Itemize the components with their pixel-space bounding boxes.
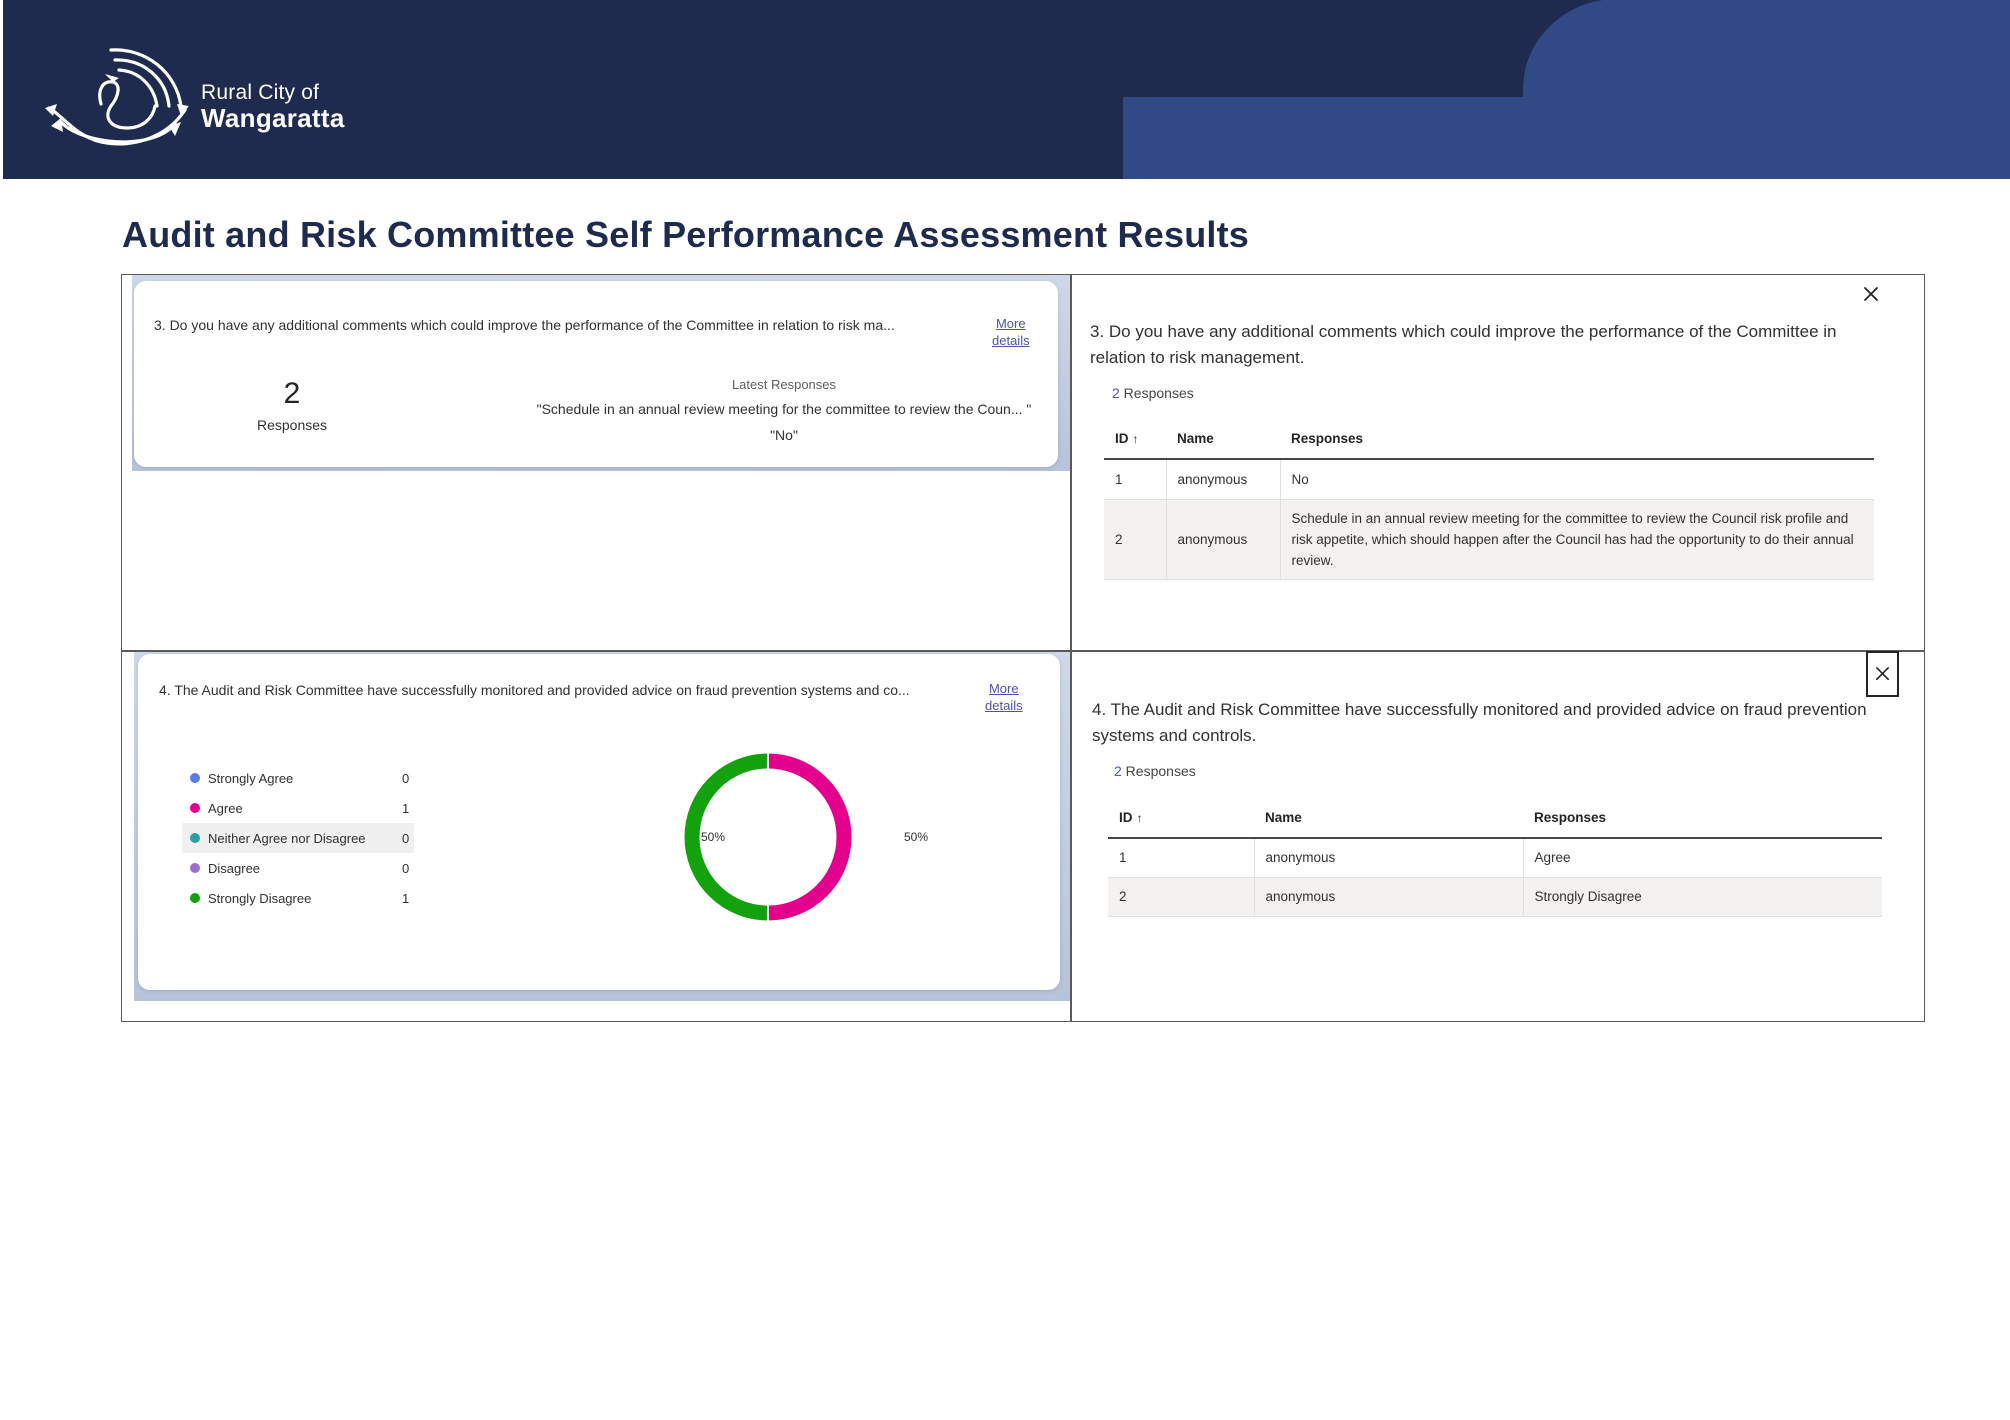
legend-label: Disagree [208, 861, 261, 876]
q3-row2-response: Schedule in an annual review meeting for… [1280, 499, 1874, 580]
header-banner: Rural City of Wangaratta [3, 0, 2010, 179]
q3-table-header-row: ID↑ Name Responses [1104, 419, 1874, 460]
legend-count: 0 [402, 831, 410, 846]
q3-summary-card[interactable]: 3. Do you have any additional comments w… [134, 281, 1058, 467]
legend-dot-agree [190, 803, 200, 813]
q4-detail-response-count: 2 Responses [1114, 763, 1196, 779]
q4-more-details-link[interactable]: More details [985, 680, 1023, 714]
q3-col-responses[interactable]: Responses [1280, 419, 1874, 460]
q3-detail-question: 3. Do you have any additional comments w… [1090, 322, 1837, 367]
q3-more-line2: details [992, 333, 1030, 348]
banner-accent-shape [1123, 0, 2010, 179]
page-title: Audit and Risk Committee Self Performanc… [122, 214, 1249, 255]
legend-item[interactable]: Disagree 0 [182, 853, 414, 883]
q4-more-line2: details [985, 698, 1023, 713]
q4-row1-response: Agree [1523, 838, 1882, 878]
q4-summary-card[interactable]: 4. The Audit and Risk Committee have suc… [138, 654, 1060, 990]
donut-slice-agree[interactable] [767, 753, 852, 921]
q4-row2-id: 2 [1108, 877, 1255, 917]
q4-card-frame: 4. The Audit and Risk Committee have suc… [134, 652, 1070, 1001]
q3-row1-name: anonymous [1166, 459, 1281, 500]
q3-question-text: 3. Do you have any additional comments w… [154, 317, 895, 333]
q3-detail-response-count: 2 Responses [1112, 385, 1194, 401]
q3-col-id[interactable]: ID↑ [1104, 419, 1166, 460]
q3-latest-response-2: "No" [770, 427, 798, 443]
brand-line-2: Wangaratta [201, 103, 345, 133]
legend-item[interactable]: Strongly Agree 0 [182, 763, 414, 793]
q4-col-id[interactable]: ID↑ [1108, 798, 1254, 839]
legend-dot-neither [190, 833, 200, 843]
brand-line-1: Rural City of [201, 81, 320, 104]
sort-ascending-icon: ↑ [1132, 432, 1139, 446]
q3-detail-count-number: 2 [1112, 385, 1120, 401]
legend-count: 1 [402, 801, 410, 816]
swan-logo-icon [45, 48, 189, 146]
q3-row1-response: No [1280, 459, 1874, 500]
table-row[interactable]: 1 anonymous Agree [1108, 838, 1882, 878]
q4-col-id-label: ID [1119, 810, 1133, 825]
legend-item[interactable]: Strongly Disagree 1 [182, 883, 414, 913]
grid-divider-vertical [1070, 275, 1072, 1021]
q3-row2-name: anonymous [1166, 499, 1281, 580]
legend-dot-strongly-agree [190, 773, 200, 783]
q3-detail-count-suffix: Responses [1119, 385, 1194, 401]
q4-row2-response: Strongly Disagree [1523, 877, 1882, 917]
table-row[interactable]: 2 anonymous Strongly Disagree [1108, 877, 1882, 917]
sort-ascending-icon: ↑ [1136, 811, 1143, 825]
legend-item[interactable]: Agree 1 [182, 793, 414, 823]
q3-row2-id: 2 [1104, 499, 1167, 580]
legend-dot-disagree [190, 863, 200, 873]
q3-latest-response-1: "Schedule in an annual review meeting fo… [536, 401, 1032, 417]
q3-latest-label: Latest Responses [731, 377, 837, 392]
legend-label: Neither Agree nor Disagree [208, 831, 366, 846]
q3-row1-id: 1 [1104, 459, 1167, 500]
donut-label-left: 50% [701, 830, 726, 844]
legend-count: 0 [402, 861, 410, 876]
legend-label: Agree [208, 801, 243, 816]
q4-col-name[interactable]: Name [1254, 798, 1523, 839]
legend-dot-strongly-disagree [190, 893, 200, 903]
legend-label: Strongly Disagree [208, 891, 312, 906]
grid-divider-horizontal [122, 650, 1924, 652]
legend-count: 1 [402, 891, 410, 906]
q3-responses-table: ID↑ Name Responses 1 anonymous No 2 anon… [1104, 419, 1874, 580]
legend-count: 0 [402, 771, 410, 786]
q4-detail-count-number: 2 [1114, 763, 1122, 779]
q4-close-icon[interactable] [1866, 651, 1899, 697]
legend-item[interactable]: Neither Agree nor Disagree 0 [182, 823, 414, 853]
q4-table-header-row: ID↑ Name Responses [1108, 798, 1882, 839]
q3-close-icon[interactable] [1860, 283, 1882, 305]
q4-responses-table: ID↑ Name Responses 1 anonymous Agree 2 a… [1108, 798, 1882, 917]
q4-row2-name: anonymous [1254, 877, 1524, 917]
q3-response-count-label: Responses [256, 417, 328, 433]
table-row[interactable]: 1 anonymous No [1104, 459, 1874, 500]
q4-more-line1: More [988, 681, 1019, 696]
q4-legend: Strongly Agree 0 Agree 1 Neither Agree n… [182, 763, 414, 913]
brand-name: Rural City of Wangaratta [201, 82, 345, 131]
q4-detail-count-suffix: Responses [1121, 763, 1196, 779]
q3-response-count: 2 [283, 377, 301, 410]
donut-slice-strongly-disagree[interactable] [684, 753, 769, 921]
table-row[interactable]: 2 anonymous Schedule in an annual review… [1104, 499, 1874, 580]
q3-more-line1: More [995, 316, 1026, 331]
legend-label: Strongly Agree [208, 771, 294, 786]
q4-question-text: 4. The Audit and Risk Committee have suc… [159, 682, 910, 698]
results-grid: 3. Do you have any additional comments w… [121, 274, 1925, 1022]
q4-col-responses[interactable]: Responses [1523, 798, 1882, 839]
q3-card-frame: 3. Do you have any additional comments w… [132, 275, 1070, 471]
q3-more-details-link[interactable]: More details [992, 315, 1030, 349]
donut-label-right: 50% [904, 830, 929, 844]
q3-col-id-label: ID [1115, 431, 1129, 446]
q4-row1-id: 1 [1108, 838, 1255, 878]
q4-donut-chart [684, 752, 852, 922]
q4-detail-question: 4. The Audit and Risk Committee have suc… [1092, 700, 1867, 745]
q3-col-name[interactable]: Name [1166, 419, 1280, 460]
q4-row1-name: anonymous [1254, 838, 1524, 878]
